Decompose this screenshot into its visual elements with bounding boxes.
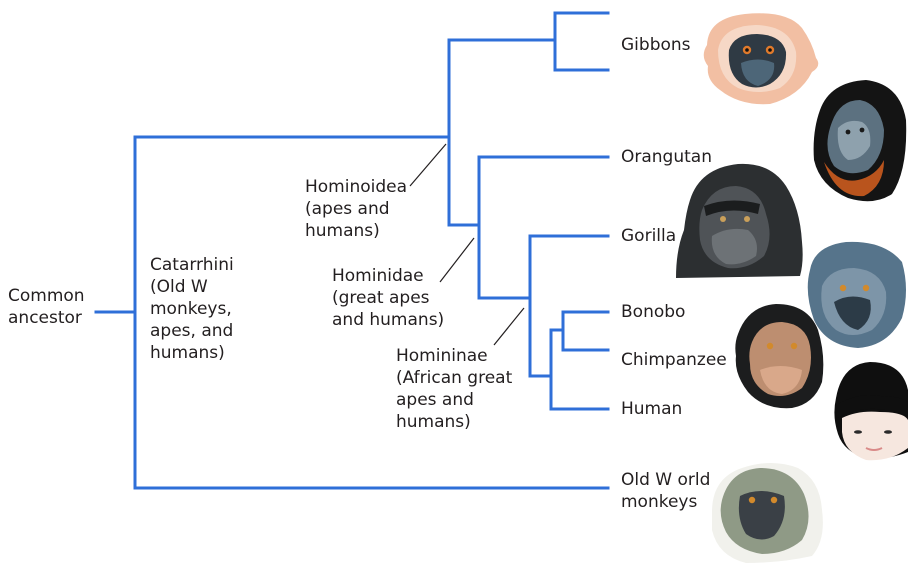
clade-catarrhini-line: (Old W bbox=[150, 276, 234, 298]
leader-homininae bbox=[494, 308, 524, 345]
gorilla-face-icon bbox=[676, 164, 803, 278]
taxon-human: Human bbox=[621, 398, 682, 420]
bonobo-face-icon bbox=[808, 242, 906, 348]
clade-catarrhini-line: monkeys, bbox=[150, 298, 234, 320]
chimpanzee-face-icon bbox=[735, 304, 823, 408]
orangutan-face-icon bbox=[814, 80, 907, 201]
taxon-bonobo: Bonobo bbox=[621, 301, 685, 323]
old-world-monkey-face-icon bbox=[712, 463, 823, 563]
clade-homininae-line: Homininae bbox=[396, 345, 512, 367]
clade-hominidae-line: Hominidae bbox=[332, 265, 444, 287]
clade-hominidae-label: Hominidae (great apes and humans) bbox=[332, 265, 444, 331]
leader-hominidae bbox=[440, 238, 474, 282]
root-label-line1: Common bbox=[8, 285, 85, 307]
taxon-orangutan: Orangutan bbox=[621, 146, 712, 168]
human-face-icon bbox=[834, 362, 908, 460]
taxon-chimpanzee: Chimpanzee bbox=[621, 349, 727, 371]
clade-catarrhini-line: Catarrhini bbox=[150, 254, 234, 276]
clade-homininae-line: (African great bbox=[396, 367, 512, 389]
clade-catarrhini-line: humans) bbox=[150, 342, 234, 364]
taxon-old-world-line2: monkeys bbox=[621, 491, 697, 513]
clade-hominidae-line: and humans) bbox=[332, 309, 444, 331]
clade-hominoidea-label: Hominoidea (apes and humans) bbox=[305, 176, 407, 242]
root-label-line2: ancestor bbox=[8, 307, 82, 329]
clade-hominoidea-line: Hominoidea bbox=[305, 176, 407, 198]
clade-homininae-line: apes and bbox=[396, 389, 512, 411]
taxon-gorilla: Gorilla bbox=[621, 225, 676, 247]
gibbon-face-icon bbox=[704, 13, 819, 104]
clade-hominoidea-line: (apes and bbox=[305, 198, 407, 220]
taxon-old-world-line1: Old W orld bbox=[621, 469, 710, 491]
taxon-gibbons: Gibbons bbox=[621, 34, 691, 56]
clade-hominidae-line: (great apes bbox=[332, 287, 444, 309]
leader-hominoidea bbox=[410, 144, 446, 186]
clade-catarrhini-line: apes, and bbox=[150, 320, 234, 342]
clade-homininae-line: humans) bbox=[396, 411, 512, 433]
clade-hominoidea-line: humans) bbox=[305, 220, 407, 242]
clade-catarrhini-label: Catarrhini (Old W monkeys, apes, and hum… bbox=[150, 254, 234, 364]
clade-homininae-label: Homininae (African great apes and humans… bbox=[396, 345, 512, 433]
